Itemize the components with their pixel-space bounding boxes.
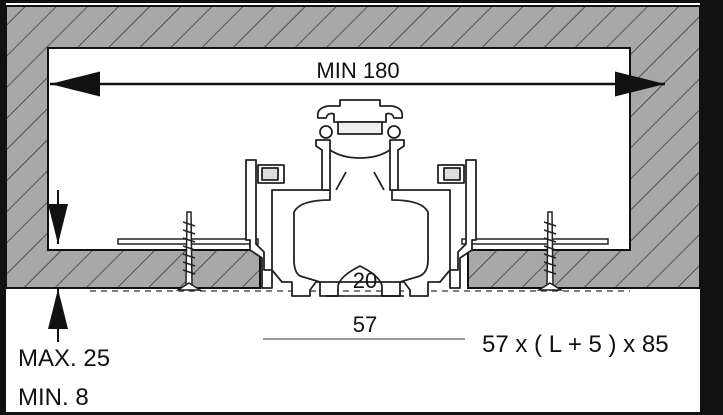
min-width-label: MIN 180	[316, 58, 399, 83]
min-depth-label: MIN. 8	[18, 384, 89, 411]
profile-width-label: 57	[353, 312, 377, 337]
slot-width-label: 20	[353, 268, 377, 293]
right-frame-bar	[700, 3, 720, 412]
cavity-outline	[47, 47, 631, 288]
left-frame-bar	[3, 3, 6, 412]
left-screw	[175, 211, 203, 292]
right-screw	[536, 211, 564, 292]
dimensions-formula-label: 57 x ( L + 5 ) x 85	[482, 331, 669, 358]
aluminum-profile	[245, 99, 477, 297]
right-mounting-plate	[461, 238, 609, 245]
max-depth-label: MAX. 25	[18, 345, 110, 372]
